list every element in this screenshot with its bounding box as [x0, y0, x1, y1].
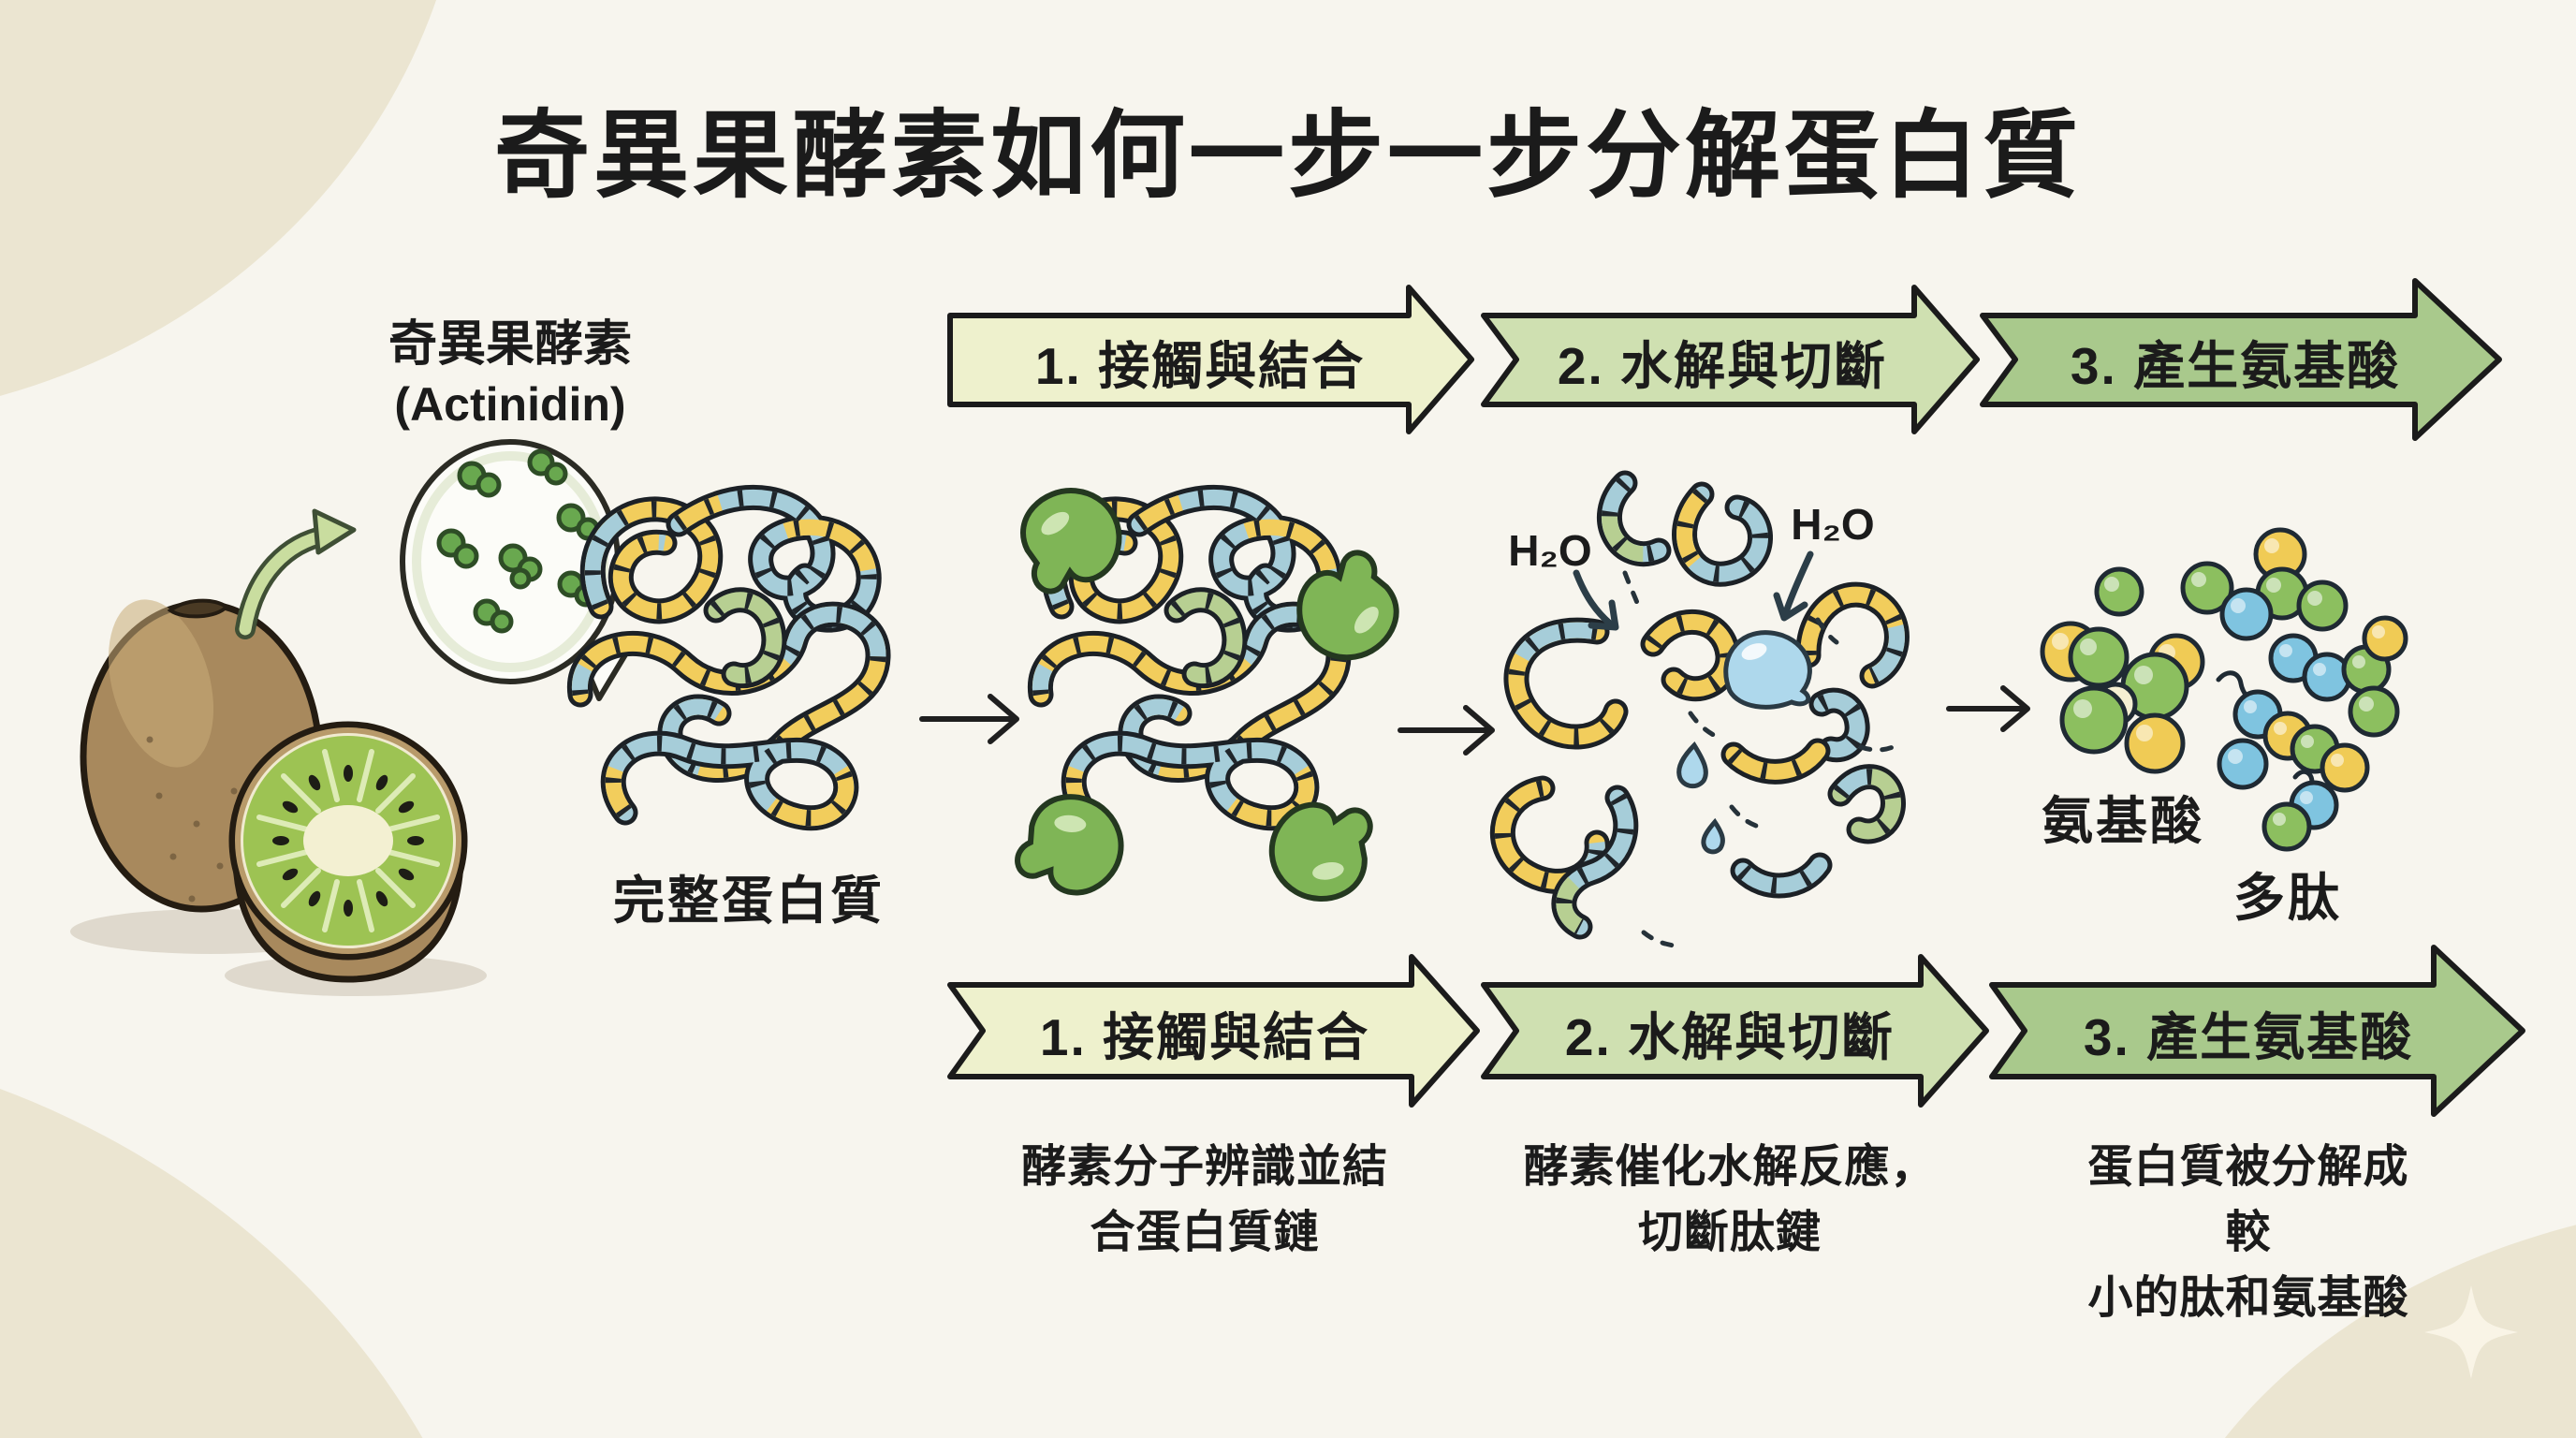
step-arrows-top	[947, 278, 2502, 441]
water-arrow-icon	[1573, 550, 1814, 631]
kiwi-seeds	[272, 765, 424, 917]
page-title: 奇異果酵素如何一步一步分解蛋白質	[494, 102, 2082, 210]
step-label-top-2: 2. 水解與切斷	[1557, 337, 1888, 395]
amino-acid-label: 氨基酸	[2041, 792, 2205, 850]
step-description-3: 蛋白質被分解成較 小的肽和氨基酸	[2085, 1135, 2412, 1331]
sparkle-icon	[2424, 1285, 2518, 1379]
step-banner-arrow-icon	[1980, 278, 2502, 441]
step-label-top-1: 1. 接觸與結合	[1034, 337, 1366, 395]
step-banner-arrow-icon	[1481, 954, 1989, 1108]
peptide-chain-icon	[2216, 527, 2408, 852]
step-description-line: 小的肽和氨基酸	[2087, 1273, 2409, 1323]
enzyme-source-name: 奇異果酵素	[388, 317, 633, 372]
step-label-bottom-1: 1. 接觸與結合	[1039, 1008, 1370, 1066]
enzyme-blob-icon	[1012, 783, 1137, 908]
step-description-line: 合蛋白質鏈	[1090, 1208, 1320, 1257]
step-banner-arrow-icon	[1989, 945, 2525, 1117]
water-droplet-icon	[1676, 630, 1812, 855]
flow-arrow-icon	[1946, 685, 2030, 732]
enzyme-bubble-icon	[400, 439, 636, 701]
step-description-line: 酵素催化水解反應，	[1523, 1142, 1937, 1192]
step-label-bottom-2: 2. 水解與切斷	[1564, 1008, 1895, 1066]
step-banner-arrow-icon	[947, 285, 1474, 434]
cut-dash-marks	[1622, 570, 1895, 948]
step-description-line: 切斷肽鍵	[1637, 1208, 1822, 1257]
kiwi-flesh-rays	[256, 749, 440, 932]
step-description-line: 酵素分子辨識並結	[1020, 1142, 1389, 1192]
water-label-right: H₂O	[1791, 500, 1875, 549]
step-label-bottom-3: 3. 產生氨基酸	[2083, 1008, 2414, 1066]
step-description-line: 蛋白質被分解成較	[2087, 1142, 2409, 1257]
flow-arrow-icon	[1398, 705, 1495, 756]
enzyme-source-latin: (Actinidin)	[394, 378, 626, 431]
polypeptide-label: 多肽	[2232, 869, 2343, 927]
intact-protein-label: 完整蛋白質	[612, 872, 886, 930]
step-description-2: 酵素催化水解反應， 切斷肽鍵	[1523, 1135, 1936, 1266]
kiwi-half-icon	[228, 721, 468, 983]
amino-acid-cluster-icon	[2040, 561, 2234, 774]
step-arrows-bottom	[947, 945, 2525, 1117]
flow-arrow-icon	[919, 694, 1019, 744]
enzyme-blob-icon	[1282, 547, 1411, 675]
step-description-1: 酵素分子辨識並結 合蛋白質鏈	[1021, 1135, 1388, 1266]
water-label-left: H₂O	[1508, 526, 1592, 575]
kiwi-fruit-illustration	[70, 439, 636, 996]
curved-arrow-icon	[235, 508, 357, 639]
step-label-top-3: 3. 產生氨基酸	[2070, 337, 2401, 395]
step-banner-arrow-icon	[947, 954, 1480, 1108]
step-banner-arrow-icon	[1481, 285, 1980, 434]
enzyme-source-label: 奇異果酵素 (Actinidin)	[388, 315, 632, 434]
